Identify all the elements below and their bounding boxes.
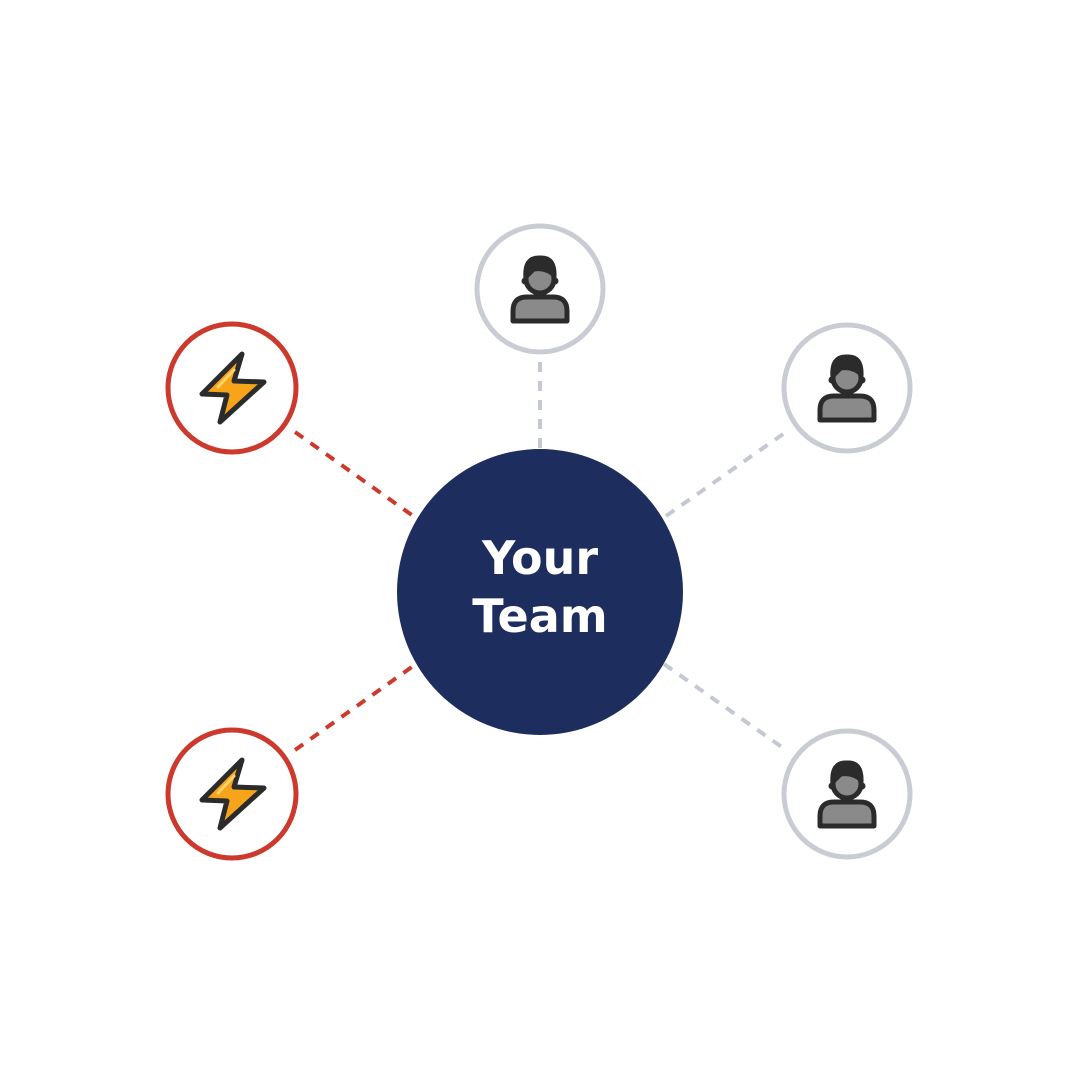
person-node-upper-right (781, 322, 913, 454)
center-circle (397, 449, 683, 735)
center-label-line2: Team (472, 589, 607, 643)
alert-node-upper-left (165, 321, 299, 455)
connectors (293, 362, 788, 752)
connector-upper-right (664, 430, 788, 518)
alert-node-lower-left (165, 727, 299, 861)
person-node-top (474, 223, 606, 355)
connector-lower-right (662, 662, 788, 752)
connector-upper-left (293, 430, 418, 520)
person-node-lower-right (781, 728, 913, 860)
center-label-line1: Your (481, 531, 598, 585)
connector-lower-left (293, 662, 418, 752)
center-node: Your Team (397, 449, 683, 735)
